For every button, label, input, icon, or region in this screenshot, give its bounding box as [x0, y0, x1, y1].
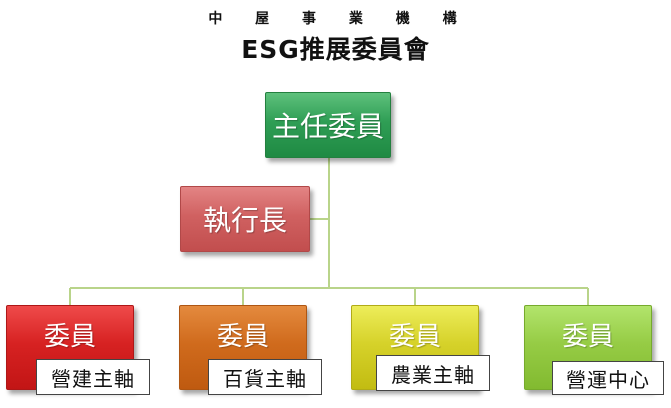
- chair-label: 主任委員: [271, 110, 384, 143]
- chair-box: 主任委員: [265, 92, 391, 158]
- axis-label-agriculture: 農業主軸: [376, 355, 490, 391]
- ceo-label: 執行長: [202, 204, 287, 237]
- member-title: 委員: [216, 322, 269, 352]
- member-title: 委員: [561, 322, 614, 352]
- ceo-box: 執行長: [180, 186, 310, 252]
- member-title: 委員: [388, 322, 441, 352]
- committee-title: ESG推展委員會: [241, 35, 430, 64]
- member-title: 委員: [43, 322, 96, 352]
- axis-label-department-store: 百貨主軸: [208, 359, 322, 395]
- axis-label-construction: 營建主軸: [36, 359, 150, 395]
- company-name: 中 屋 事 業 機 構: [208, 11, 471, 27]
- axis-label-operations: 營運中心: [552, 361, 664, 395]
